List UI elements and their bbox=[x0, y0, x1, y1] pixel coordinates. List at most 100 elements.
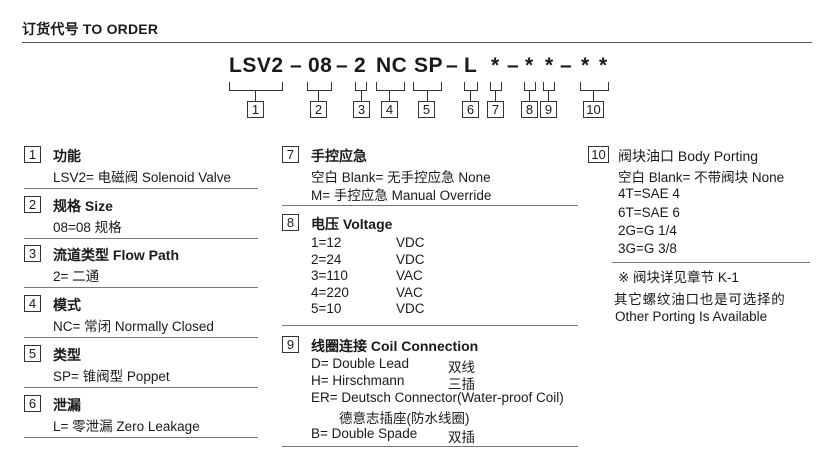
section-number: 10 bbox=[588, 146, 609, 163]
option-line: LSV2= 电磁阀 Solenoid Valve bbox=[53, 170, 231, 185]
section-number: 1 bbox=[24, 146, 41, 163]
option-line: 6T=SAE 6 bbox=[618, 205, 680, 220]
stem-10 bbox=[593, 90, 594, 101]
section-title: 线圈连接 Coil Connection bbox=[311, 338, 479, 354]
stem-1 bbox=[255, 90, 256, 101]
section-divider bbox=[24, 287, 258, 288]
option-line: 2= 二通 bbox=[53, 269, 100, 284]
stem-8 bbox=[529, 90, 530, 101]
code-dash-3: – bbox=[446, 54, 459, 77]
section-number: 7 bbox=[282, 146, 299, 163]
section-divider bbox=[282, 446, 578, 447]
section-divider bbox=[24, 437, 258, 438]
page-title: 订货代号 TO ORDER bbox=[22, 21, 159, 37]
section-divider bbox=[24, 188, 258, 189]
position-box-1: 1 bbox=[247, 101, 264, 118]
code-star-9: * bbox=[545, 54, 554, 77]
section-title: 电压 Voltage bbox=[311, 216, 393, 232]
option-line: L= 零泄漏 Zero Leakage bbox=[53, 419, 200, 434]
position-box-6: 6 bbox=[462, 101, 479, 118]
bracket-7 bbox=[490, 82, 502, 91]
option-line: M= 手控应急 Manual Override bbox=[311, 188, 492, 203]
stem-6 bbox=[470, 90, 471, 101]
bracket-8 bbox=[524, 82, 536, 91]
section-title: 流道类型 Flow Path bbox=[53, 247, 179, 263]
stem-4 bbox=[389, 90, 390, 101]
section-divider bbox=[612, 262, 810, 263]
title-divider bbox=[22, 42, 812, 43]
code-star-8: * bbox=[525, 54, 534, 77]
bracket-4 bbox=[376, 82, 405, 91]
code-mode: NC bbox=[376, 54, 408, 77]
code-dash-4: – bbox=[507, 54, 520, 77]
option-line: SP= 锥阀型 Poppet bbox=[53, 369, 170, 384]
stem-7 bbox=[495, 90, 496, 101]
code-dash-2: – bbox=[336, 54, 349, 77]
note-line: 其它螺纹油口也是可选择的 bbox=[614, 292, 786, 307]
code-dash-5: – bbox=[560, 54, 573, 77]
bracket-6 bbox=[464, 82, 478, 91]
voltage-code: 4=220 bbox=[311, 285, 349, 300]
voltage-code: 5=10 bbox=[311, 301, 342, 316]
voltage-unit: VDC bbox=[396, 235, 425, 250]
section-number: 9 bbox=[282, 336, 299, 353]
option-line: NC= 常闭 Normally Closed bbox=[53, 319, 214, 334]
option-line: 08=08 规格 bbox=[53, 220, 122, 235]
code-flow: 2 bbox=[354, 54, 367, 77]
section-title: 手控应急 bbox=[311, 148, 367, 164]
position-box-10: 10 bbox=[583, 101, 604, 118]
section-number: 2 bbox=[24, 196, 41, 213]
code-star-7: * bbox=[491, 54, 500, 77]
voltage-code: 1=12 bbox=[311, 235, 342, 250]
section-divider bbox=[24, 337, 258, 338]
stem-2 bbox=[318, 90, 319, 101]
option-line: 空白 Blank= 无手控应急 None bbox=[311, 170, 491, 185]
voltage-unit: VAC bbox=[396, 268, 423, 283]
position-box-4: 4 bbox=[381, 101, 398, 118]
position-box-5: 5 bbox=[418, 101, 435, 118]
section-title: 阀块油口 Body Porting bbox=[618, 148, 759, 164]
stem-5 bbox=[427, 90, 428, 101]
option-line: 3G=G 3/8 bbox=[618, 241, 677, 256]
note-line: ※ 阀块详见章节 K-1 bbox=[618, 270, 739, 285]
code-size: 08 bbox=[308, 54, 333, 77]
code-type: SP bbox=[414, 54, 444, 77]
section-divider bbox=[282, 205, 578, 206]
position-box-2: 2 bbox=[310, 101, 327, 118]
voltage-code: 3=110 bbox=[311, 268, 348, 283]
section-number: 8 bbox=[282, 214, 299, 231]
section-title: 泄漏 bbox=[53, 397, 81, 413]
section-number: 6 bbox=[24, 395, 41, 412]
code-leakage: L bbox=[464, 54, 478, 77]
coil-option: B= Double Spade bbox=[311, 426, 418, 441]
code-star-10a: * bbox=[581, 54, 590, 77]
coil-option: H= Hirschmann bbox=[311, 373, 405, 388]
section-number: 3 bbox=[24, 245, 41, 262]
voltage-unit: VDC bbox=[396, 252, 425, 267]
note-line: Other Porting Is Available bbox=[615, 309, 768, 324]
coil-option-cn: 三插 bbox=[448, 377, 475, 392]
coil-option-cn: 双插 bbox=[448, 430, 475, 445]
section-title: 功能 bbox=[53, 148, 81, 164]
stem-9 bbox=[548, 90, 549, 101]
voltage-unit: VAC bbox=[396, 285, 423, 300]
section-divider bbox=[24, 387, 258, 388]
option-line: 2G=G 1/4 bbox=[618, 223, 677, 238]
code-star-10b: * bbox=[599, 54, 608, 77]
section-divider bbox=[24, 238, 258, 239]
section-number: 5 bbox=[24, 345, 41, 362]
option-line: 空白 Blank= 不带阀块 None bbox=[618, 170, 785, 185]
section-title: 模式 bbox=[53, 297, 81, 313]
section-title: 规格 Size bbox=[53, 198, 113, 214]
coil-option-cn: 德意志插座(防水线圈) bbox=[339, 411, 470, 426]
coil-option: ER= Deutsch Connector(Water-proof Coil) bbox=[311, 390, 564, 405]
code-lsv2: LSV2 bbox=[229, 54, 284, 77]
section-number: 4 bbox=[24, 295, 41, 312]
coil-option-cn: 双线 bbox=[448, 360, 475, 375]
code-dash-1: – bbox=[290, 54, 303, 77]
bracket-9 bbox=[543, 82, 555, 91]
voltage-code: 2=24 bbox=[311, 252, 342, 267]
voltage-unit: VDC bbox=[396, 301, 425, 316]
bracket-10 bbox=[580, 82, 609, 91]
position-box-3: 3 bbox=[353, 101, 370, 118]
